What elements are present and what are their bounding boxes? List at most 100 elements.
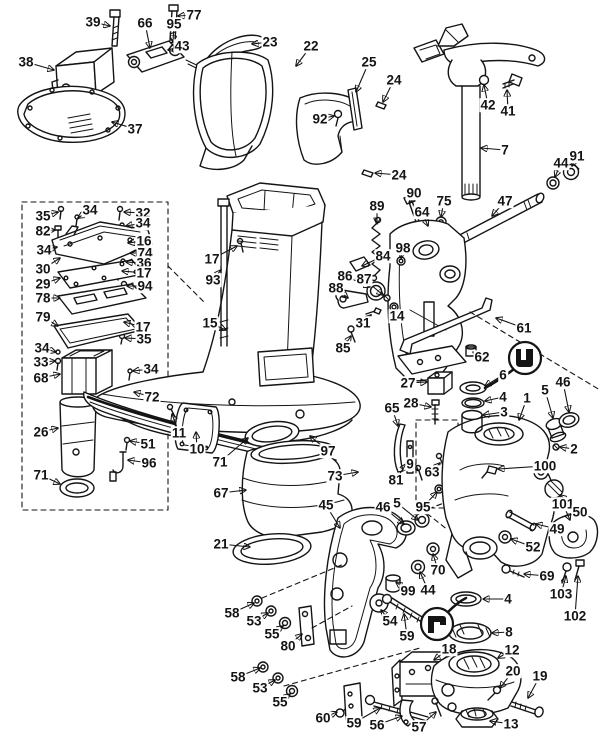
part-grommet-71a bbox=[59, 478, 95, 498]
part-number-callout: 78 bbox=[34, 290, 52, 306]
part-pin-31 bbox=[365, 307, 382, 315]
part-number-callout: 96 bbox=[140, 455, 158, 471]
part-number-callout: 34 bbox=[35, 242, 53, 258]
part-number-callout: 53 bbox=[251, 680, 269, 696]
part-screw-17c bbox=[236, 237, 244, 253]
part-strip-25 bbox=[347, 87, 363, 131]
part-number-callout: 27 bbox=[399, 375, 417, 391]
sealant-leader-line bbox=[446, 596, 468, 614]
part-number-callout: 85 bbox=[334, 340, 352, 356]
part-number-callout: 58 bbox=[229, 669, 247, 685]
part-number-callout: 55 bbox=[263, 626, 281, 642]
part-number-callout: 44 bbox=[552, 155, 570, 171]
part-washer-52 bbox=[498, 530, 512, 544]
part-bolt-19 bbox=[510, 701, 544, 718]
part-bolt-39 bbox=[109, 9, 121, 47]
part-washer-46a bbox=[558, 412, 580, 428]
part-number-callout: 80 bbox=[279, 638, 297, 654]
part-number-callout: 46 bbox=[374, 499, 392, 515]
part-number-callout: 3 bbox=[499, 404, 509, 420]
part-number-callout: 95 bbox=[414, 499, 432, 515]
part-block-27 bbox=[427, 371, 453, 395]
part-stern-bracket-45 bbox=[323, 506, 407, 658]
part-strip-81 bbox=[406, 440, 414, 474]
part-adaptor-68 bbox=[54, 349, 135, 402]
part-manifold-30 bbox=[51, 221, 153, 265]
part-number-callout: 10 bbox=[188, 441, 206, 457]
part-number-callout: 14 bbox=[388, 308, 406, 324]
part-number-callout: 86 bbox=[336, 268, 354, 284]
part-number-callout: 64 bbox=[413, 204, 431, 220]
part-number-callout: 15 bbox=[201, 315, 219, 331]
part-number-callout: 6 bbox=[498, 367, 508, 383]
part-number-callout: 68 bbox=[32, 370, 50, 386]
part-number-callout: 101 bbox=[550, 496, 576, 512]
part-number-callout: 17 bbox=[203, 251, 221, 267]
part-number-callout: 29 bbox=[34, 276, 52, 292]
part-number-callout: 97 bbox=[319, 443, 337, 459]
part-number-callout: 66 bbox=[136, 15, 154, 31]
part-number-callout: 25 bbox=[360, 54, 378, 70]
part-number-callout: 34 bbox=[134, 215, 152, 231]
sealant-leader-line bbox=[483, 367, 516, 390]
part-number-callout: 42 bbox=[479, 97, 497, 113]
part-number-callout: 5 bbox=[540, 382, 550, 398]
part-number-callout: 24 bbox=[390, 167, 408, 183]
part-number-callout: 72 bbox=[143, 389, 161, 405]
part-number-callout: 88 bbox=[327, 280, 345, 296]
part-number-callout: 28 bbox=[402, 395, 420, 411]
part-number-callout: 56 bbox=[368, 717, 386, 733]
part-number-callout: 52 bbox=[524, 539, 542, 555]
part-number-callout: 1 bbox=[522, 390, 532, 406]
part-bearing-8 bbox=[448, 622, 492, 644]
part-number-callout: 9 bbox=[405, 456, 415, 472]
part-number-callout: 21 bbox=[212, 536, 230, 552]
part-number-callout: 46 bbox=[554, 374, 572, 390]
part-seal-21 bbox=[232, 532, 312, 566]
part-number-callout: 92 bbox=[311, 111, 329, 127]
part-number-callout: 41 bbox=[499, 103, 517, 119]
part-number-callout: 62 bbox=[473, 349, 491, 365]
part-number-callout: 50 bbox=[571, 504, 589, 520]
part-steering-arm-7 bbox=[413, 23, 546, 201]
part-number-callout: 90 bbox=[405, 185, 423, 201]
part-nut-13 bbox=[455, 707, 499, 728]
part-lower-cover-22 bbox=[192, 51, 274, 171]
part-number-callout: 26 bbox=[32, 424, 50, 440]
part-number-callout: 17 bbox=[135, 265, 153, 281]
part-bolt-41 bbox=[502, 73, 523, 89]
part-number-callout: 75 bbox=[435, 193, 453, 209]
part-number-callout: 30 bbox=[34, 261, 52, 277]
part-number-callout: 19 bbox=[531, 668, 549, 684]
sealant-symbol-u-icon bbox=[507, 340, 543, 376]
part-plate-78 bbox=[57, 283, 147, 315]
part-number-callout: 11 bbox=[170, 425, 188, 441]
part-number-callout: 35 bbox=[34, 208, 52, 224]
part-number-callout: 84 bbox=[374, 248, 392, 264]
part-number-callout: 55 bbox=[271, 694, 289, 710]
part-lower-cover-port bbox=[295, 87, 387, 178]
part-number-callout: 51 bbox=[139, 436, 157, 452]
part-screw-57 bbox=[431, 697, 442, 717]
part-gasket-plate-37 bbox=[17, 85, 126, 143]
part-number-callout: 18 bbox=[440, 641, 458, 657]
part-number-callout: 89 bbox=[368, 198, 386, 214]
part-number-callout: 5 bbox=[392, 495, 402, 511]
part-number-callout: 8 bbox=[504, 624, 514, 640]
part-number-callout: 2 bbox=[569, 441, 579, 457]
part-number-callout: 59 bbox=[345, 715, 363, 731]
part-clip-56 bbox=[399, 699, 415, 727]
part-number-callout: 43 bbox=[173, 38, 191, 54]
part-nut-44b bbox=[410, 559, 426, 575]
part-number-callout: 87 bbox=[355, 271, 373, 287]
part-number-callout: 45 bbox=[317, 497, 335, 513]
part-number-callout: 54 bbox=[381, 613, 399, 629]
part-number-callout: 69 bbox=[538, 568, 556, 584]
part-number-callout: 16 bbox=[135, 233, 153, 249]
part-number-callout: 71 bbox=[211, 454, 229, 470]
part-number-callout: 60 bbox=[314, 710, 332, 726]
part-number-callout: 7 bbox=[500, 142, 510, 158]
